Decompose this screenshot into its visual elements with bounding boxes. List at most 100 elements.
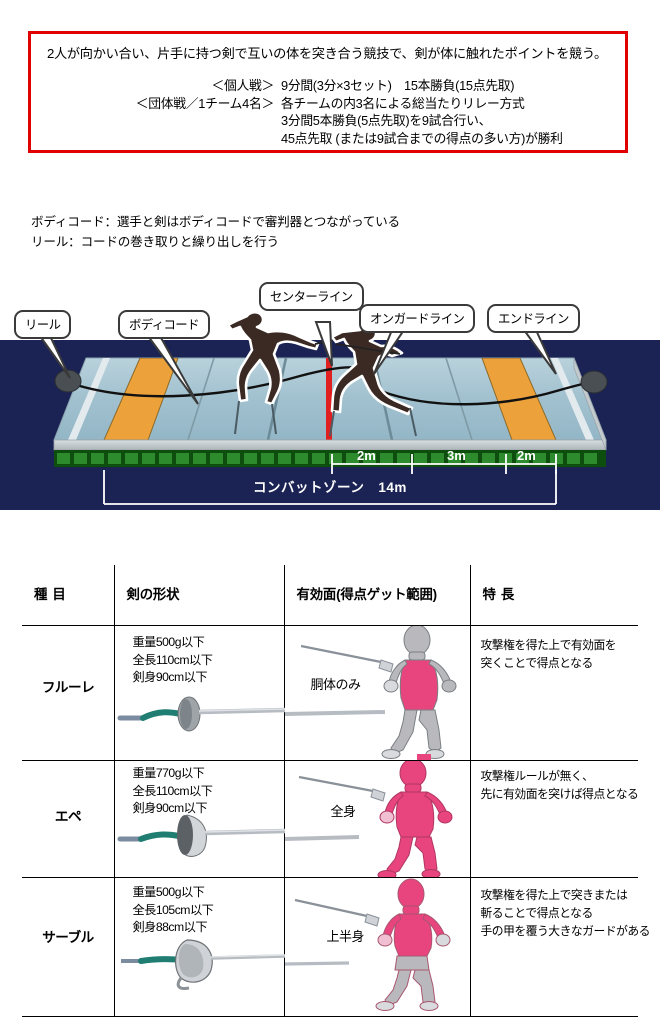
sabre-weapon-icon	[120, 939, 285, 990]
spec-blade: 剣身90cm以下	[132, 670, 208, 684]
cell-features: 攻撃権ルールが無く、 先に有効面を突けば得点となる	[469, 760, 639, 878]
feature-line: 斬ることで得点となる	[480, 906, 594, 920]
reel-right-icon	[580, 370, 608, 394]
callout-center-line[interactable]: センターライン	[259, 282, 364, 311]
spec-length: 全長110cm以下	[132, 783, 213, 798]
rules-row-label: ＜個人戦＞	[211, 78, 275, 93]
spec-blade: 剣身90cm以下	[132, 801, 208, 815]
header-target-area: 有効面(得点ゲット範囲)	[283, 565, 470, 626]
spec-weight: 重量770g以下	[132, 766, 205, 780]
equipment-notes: ボディコード：選手と剣はボディコードで審判器とつながっている リール：コードの巻…	[31, 212, 400, 252]
feature-line: 突くことで得点となる	[480, 656, 594, 670]
sabre-target-figure	[284, 878, 450, 1011]
table-row: フルーレ 重量500g以下 全長110cm以下 剣身90cm以下	[22, 625, 638, 761]
rules-detail-grid: ＜個人戦＞ 9分間(3分×3セット) 15本勝負(15点先取) ＜団体戦／1チー…	[59, 77, 619, 147]
green-edge-strip	[54, 450, 606, 467]
dimension-2m-right: 2m	[517, 448, 536, 463]
piste-diagram: リール ボディコード センターライン オンガードライン エンドライン 2m 3m…	[0, 278, 660, 510]
specs-epee: 重量770g以下 全長110cm以下 剣身90cm以下	[133, 765, 213, 818]
callout-reel[interactable]: リール	[14, 310, 72, 339]
table-row: サーブル 重量500g以下 全長105cm以下 剣身88cm以下	[22, 877, 651, 1017]
callout-center-line-label: センターライン	[270, 290, 353, 304]
spec-blade: 剣身88cm以下	[132, 920, 208, 934]
spec-length: 全長105cm以下	[132, 902, 214, 917]
weapon-name-foil: フルーレ	[41, 680, 95, 695]
feature-line: 先に有効面を突けば得点となる	[480, 787, 639, 801]
dimension-brackets-top	[331, 454, 557, 474]
callout-body-cord-label: ボディコード	[129, 318, 199, 332]
epee-target-figure	[284, 761, 452, 877]
rules-row-value: 45点先取 (または9試合までの得点の多い方)が勝利	[281, 130, 563, 146]
feature-line: 攻撃権を得た上で突きまたは	[480, 888, 628, 902]
rules-row: ＜団体戦／1チーム4名＞ 各チームの内3名による総当たりリレー方式	[59, 95, 619, 113]
cell-target-area: 胴体のみ	[283, 625, 470, 761]
feature-line: 攻撃権ルールが無く、	[480, 769, 594, 783]
foil-weapon-icon	[117, 696, 285, 732]
rules-box: 2人が向かい合い、片手に持つ剣で互いの体を突き合う競技で、剣が体に触れたポイント…	[28, 31, 628, 153]
specs-foil: 重量500g以下 全長110cm以下 剣身90cm以下	[133, 634, 213, 687]
warning-zone-left	[103, 358, 179, 440]
rules-row-label: ＜団体戦／1チーム4名＞	[135, 95, 275, 111]
piste-line-left	[187, 358, 215, 440]
cell-weapon-name: フルーレ	[22, 625, 114, 761]
features-epee: 攻撃権ルールが無く、 先に有効面を突けば得点となる	[471, 761, 639, 803]
fencer-left-silhouette	[226, 310, 353, 435]
feature-line: 攻撃権を得た上で有効面を	[480, 638, 617, 652]
rules-row: ＜個人戦＞ 9分間(3分×3セット) 15本勝負(15点先取)	[59, 77, 619, 95]
weapons-table: 種目 剣の形状 有効面(得点ゲット範囲) 特長 フルーレ	[22, 565, 651, 1017]
spec-length: 全長110cm以下	[132, 652, 213, 667]
target-label-epee: 全身	[330, 804, 357, 819]
cell-blade-spec: 重量500g以下 全長105cm以下 剣身88cm以下	[113, 877, 285, 1017]
weapon-name-sabre: サーブル	[42, 930, 94, 945]
cell-weapon-name: エペ	[22, 760, 114, 878]
header-blade-shape: 剣の形状	[113, 565, 284, 626]
callout-end-line[interactable]: エンドライン	[487, 304, 580, 333]
rules-row-label	[59, 112, 281, 130]
cell-blade-spec: 重量500g以下 全長110cm以下 剣身90cm以下	[113, 625, 285, 761]
target-label-sabre: 上半身	[326, 929, 365, 944]
rules-row: 3分間5本勝負(5点先取)を9試合行い、	[59, 112, 619, 130]
header-category: 種目	[22, 565, 114, 626]
callout-body-cord[interactable]: ボディコード	[118, 310, 210, 339]
end-line-left	[68, 358, 110, 440]
callout-on-guard-line[interactable]: オンガードライン	[359, 304, 476, 333]
cell-blade-spec: 重量770g以下 全長110cm以下 剣身90cm以下	[113, 760, 285, 878]
dimension-3m: 3m	[447, 448, 466, 463]
foil-target-figure	[284, 626, 456, 760]
specs-sabre: 重量500g以下 全長105cm以下 剣身88cm以下	[133, 884, 214, 937]
cell-target-area: 上半身	[283, 877, 470, 1017]
rules-row: 45点先取 (または9試合までの得点の多い方)が勝利	[59, 130, 619, 148]
feature-line: 手の甲を覆う大きなガードがある	[480, 924, 651, 938]
epee-weapon-icon	[117, 814, 285, 857]
rules-row-value: 9分間(3分×3セット) 15本勝負(15点先取)	[281, 78, 515, 93]
note-reel: リール：コードの巻き取りと繰り出しを行う	[31, 235, 279, 249]
rules-row-value: 各チームの内3名による総当たりリレー方式	[281, 95, 525, 111]
target-label-foil: 胴体のみ	[310, 677, 362, 692]
callout-on-guard-line-label: オンガードライン	[370, 312, 465, 326]
on-guard-line-left	[266, 358, 288, 440]
cell-weapon-name: サーブル	[22, 877, 114, 1017]
weapon-name-epee: エペ	[54, 809, 82, 824]
table-header-row: 種目 剣の形状 有効面(得点ゲット範囲) 特長	[22, 565, 638, 626]
header-features: 特長	[469, 565, 638, 626]
piste-line-right	[445, 358, 473, 440]
dimension-2m-left: 2m	[357, 448, 376, 463]
features-sabre: 攻撃権を得た上で突きまたは 斬ることで得点となる 手の甲を覆う大きなガードがある	[471, 878, 651, 940]
callout-reel-label: リール	[25, 318, 61, 332]
combat-zone-label: コンバットゾーン 14m	[253, 480, 407, 495]
reel-left-icon	[54, 369, 82, 393]
table-row: エペ 重量770g以下 全長110cm以下 剣身90cm以下	[22, 760, 639, 878]
cell-features: 攻撃権を得た上で突きまたは 斬ることで得点となる 手の甲を覆う大きなガードがある	[469, 877, 651, 1017]
cell-target-area: 全身	[283, 760, 470, 878]
cell-features: 攻撃権を得た上で有効面を 突くことで得点となる	[469, 625, 638, 761]
note-body-cord: ボディコード：選手と剣はボディコードで審判器とつながっている	[31, 215, 400, 229]
end-line-right	[551, 358, 594, 440]
body-cord-left	[69, 366, 361, 398]
spec-weight: 重量500g以下	[132, 885, 205, 899]
piste-svg	[38, 310, 608, 505]
combat-zone-bracket	[103, 470, 557, 505]
spec-weight: 重量500g以下	[132, 635, 205, 649]
rules-lead-text: 2人が向かい合い、片手に持つ剣で互いの体を突き合う競技で、剣が体に触れたポイント…	[47, 46, 607, 61]
callout-end-line-label: エンドライン	[498, 312, 569, 326]
